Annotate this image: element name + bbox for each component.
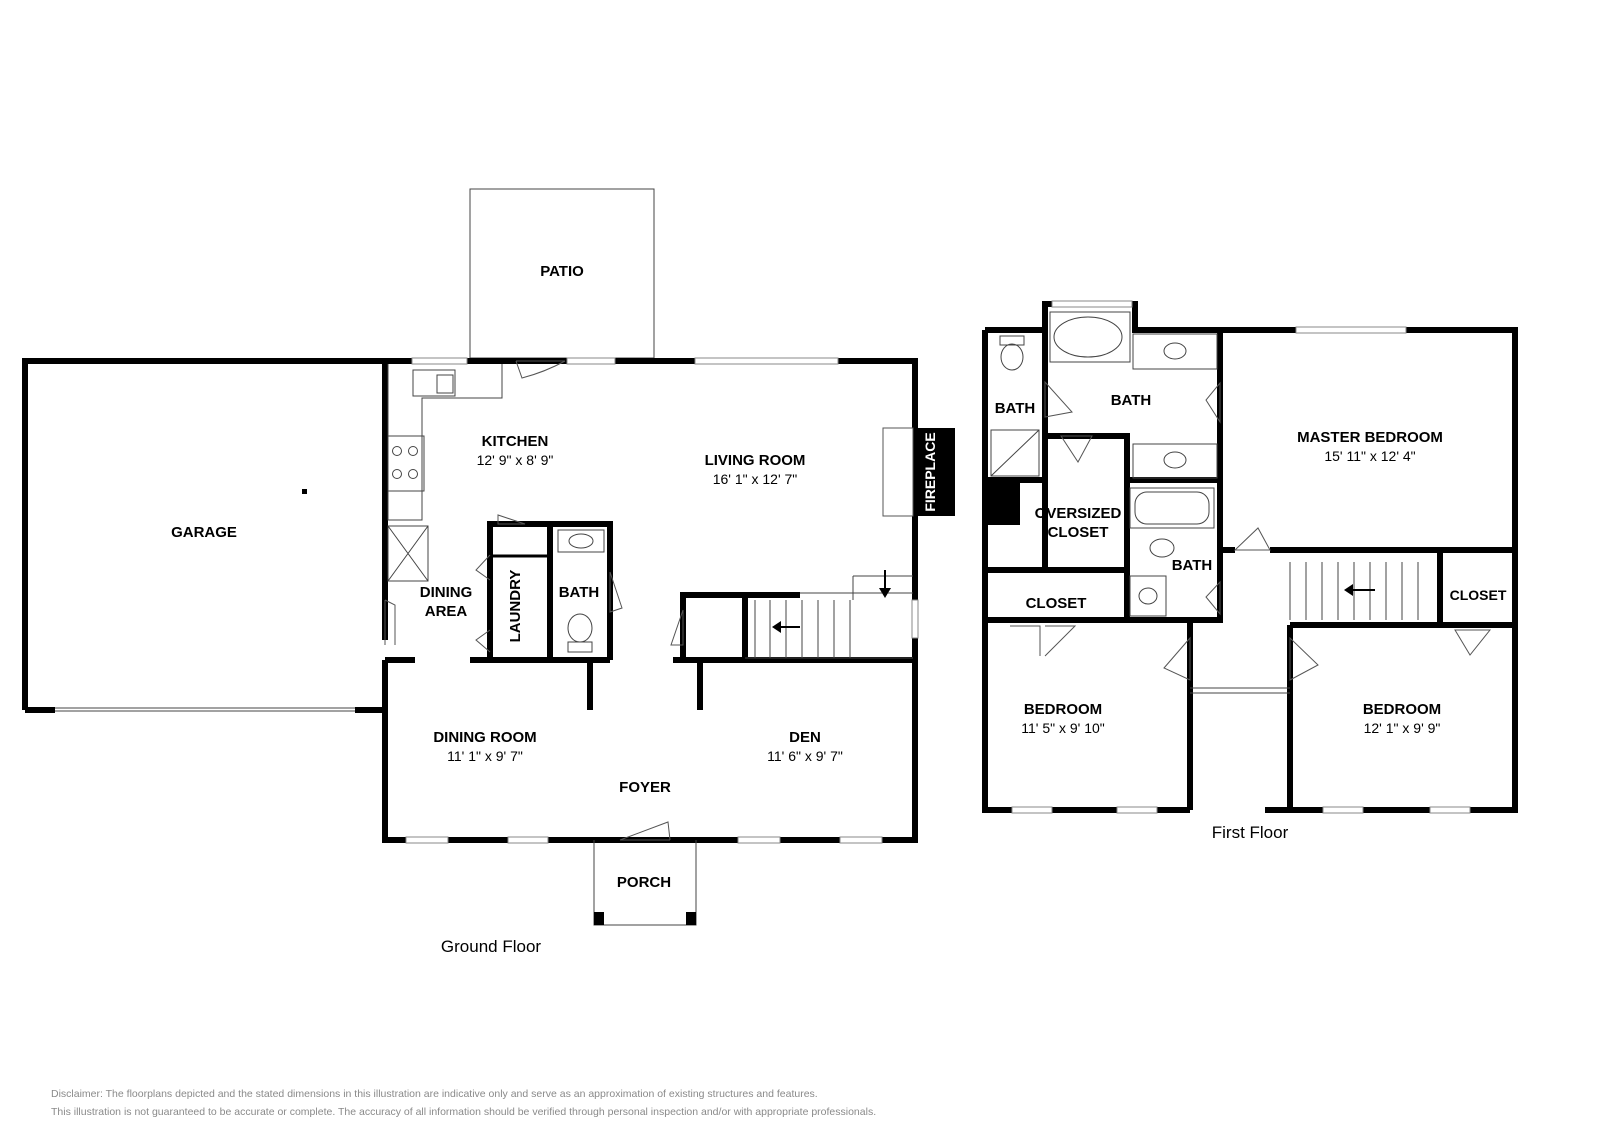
garage-marker	[302, 489, 307, 494]
room-label-kitchen: KITCHEN	[482, 433, 549, 450]
room-label-oversized-closet-line1: OVERSIZED	[1035, 505, 1122, 522]
toilet-icon	[1149, 538, 1175, 558]
room-label-master-bedroom: MASTER BEDROOM	[1297, 429, 1443, 446]
first-floor-walls	[982, 300, 1518, 814]
room-label-bath-master: BATH	[1111, 392, 1152, 409]
disclaimer-line-1: Disclaimer: The floorplans depicted and …	[51, 1088, 818, 1100]
room-label-foyer: FOYER	[619, 779, 671, 796]
room-dims-kitchen: 12' 9" x 8' 9"	[477, 452, 554, 468]
room-label-living-room: LIVING ROOM	[705, 452, 806, 469]
laundry-bath-walls	[470, 514, 623, 663]
room-label-closet-right: CLOSET	[1450, 587, 1507, 603]
room-label-dining-room: DINING ROOM	[433, 729, 536, 746]
toilet-icon	[1000, 343, 1024, 371]
vanity-icon	[557, 529, 605, 553]
room-label-oversized-closet-line2: CLOSET	[1048, 524, 1109, 541]
room-label-garage: GARAGE	[171, 524, 237, 541]
room-dims-den: 11' 6" x 9' 7"	[767, 748, 843, 764]
bathtub-icon	[1129, 487, 1215, 529]
room-label-bedroom-right: BEDROOM	[1363, 701, 1441, 718]
room-dims-bedroom-right: 12' 1" x 9' 9"	[1364, 720, 1441, 736]
patio-outline	[469, 188, 655, 359]
room-label-fireplace: FIREPLACE	[922, 432, 938, 511]
room-label-bath: BATH	[559, 584, 600, 601]
first-floor-label: First Floor	[1212, 823, 1289, 842]
room-label-bath-hall: BATH	[1172, 557, 1213, 574]
shower-icon	[990, 429, 1040, 477]
fireplace	[882, 427, 955, 517]
fridge-icon	[387, 525, 429, 582]
room-label-bath-small: BATH	[995, 400, 1036, 417]
sink-icon	[1132, 333, 1218, 370]
room-dims-master-bedroom: 15' 11" x 12' 4"	[1324, 448, 1415, 464]
room-label-closet-left: CLOSET	[1026, 595, 1087, 612]
room-label-dining-area-line1: DINING	[420, 584, 473, 601]
room-label-bedroom-left: BEDROOM	[1024, 701, 1102, 718]
room-label-dining-area-line2: AREA	[425, 603, 468, 620]
sink-icon	[412, 369, 456, 397]
first-floor-labels: BATH BATH MASTER BEDROOM 15' 11" x 12' 4…	[995, 392, 1507, 842]
room-dims-dining-room: 11' 1" x 9' 7"	[447, 748, 523, 764]
room-label-porch: PORCH	[617, 874, 671, 891]
house-walls	[382, 357, 918, 844]
room-label-den: DEN	[789, 729, 821, 746]
room-dims-living-room: 16' 1" x 12' 7"	[713, 471, 798, 487]
toilet-icon	[567, 613, 593, 643]
garage-walls	[22, 358, 385, 713]
ground-stairs	[587, 570, 919, 710]
stove-icon	[387, 435, 425, 492]
room-label-laundry: LAUNDRY	[507, 570, 524, 643]
ground-floor-labels: PATIO GARAGE KITCHEN 12' 9" x 8' 9" LIVI…	[171, 263, 938, 956]
ground-floor-label: Ground Floor	[441, 937, 541, 956]
porch-outline	[593, 840, 697, 926]
first-floor-plan	[982, 300, 1518, 814]
kitchen-cabinets	[387, 364, 503, 582]
first-floor-fixtures	[990, 311, 1492, 694]
bathtub-icon	[1049, 311, 1131, 363]
room-dims-bedroom-left: 11' 5" x 9' 10"	[1021, 720, 1105, 736]
room-label-patio: PATIO	[540, 263, 584, 280]
ground-floor-plan	[22, 188, 955, 926]
disclaimer-line-2: This illustration is not guaranteed to b…	[51, 1106, 877, 1118]
